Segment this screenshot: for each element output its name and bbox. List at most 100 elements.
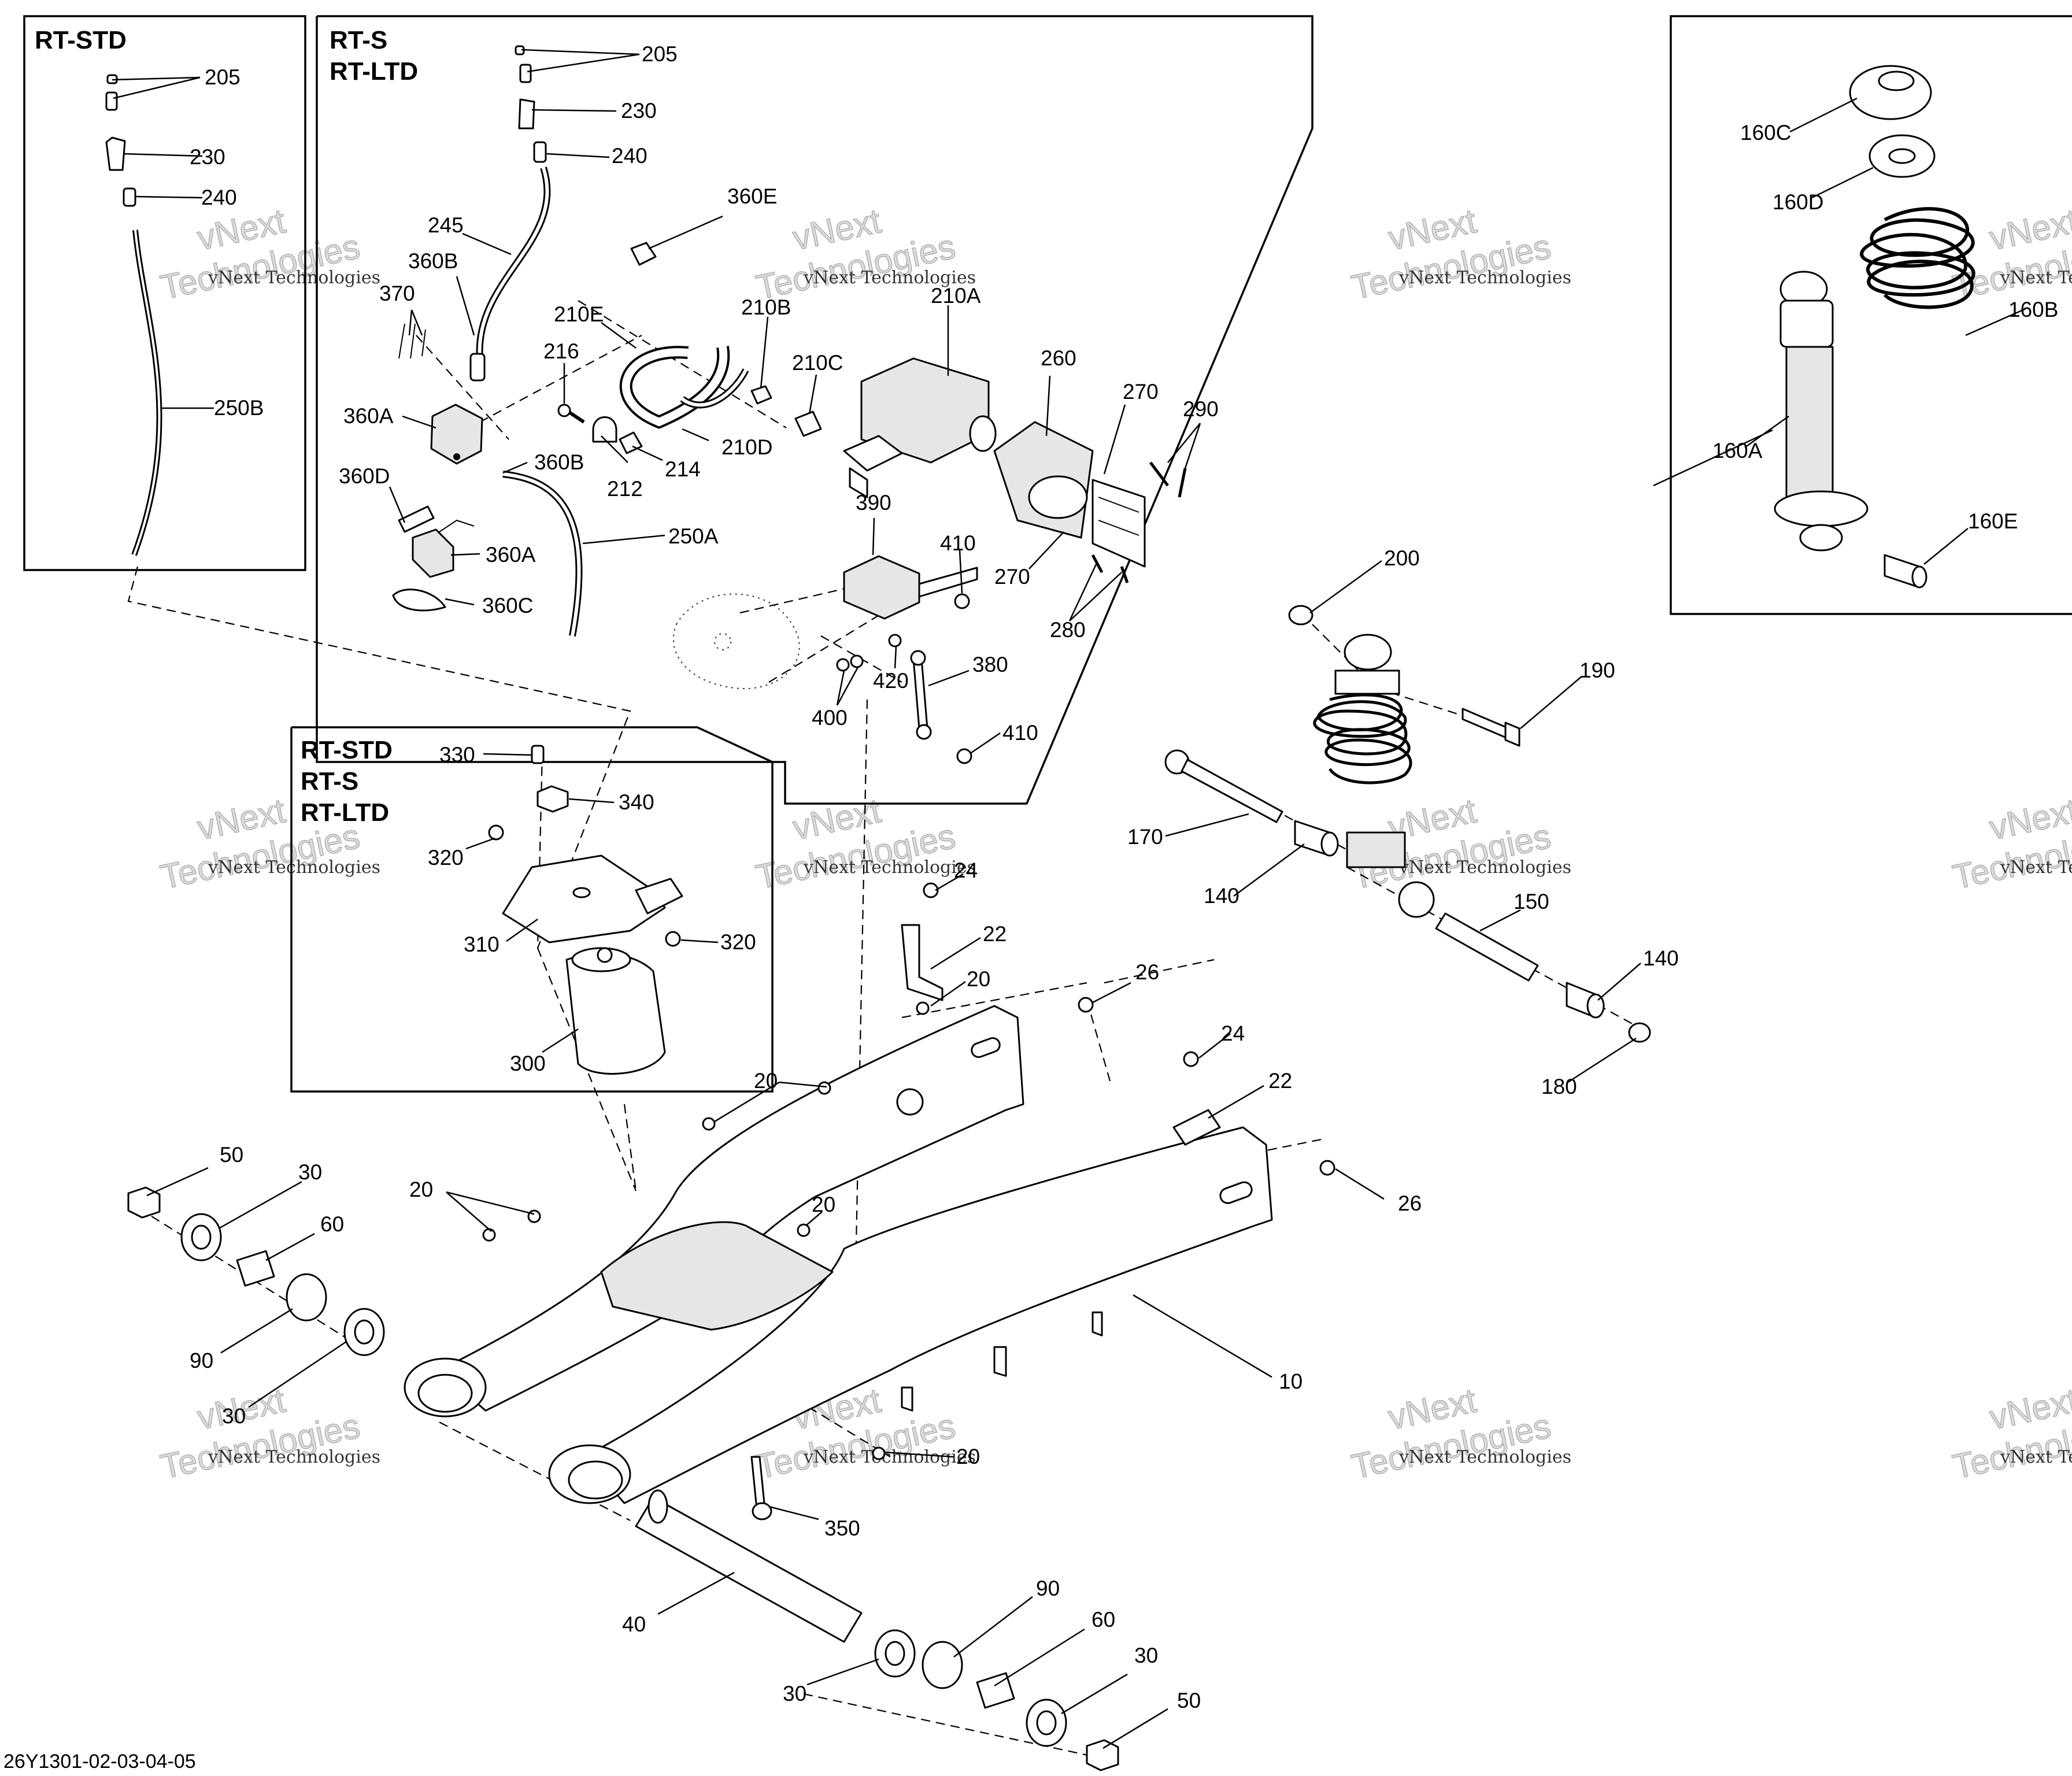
label-210c: 210C	[792, 351, 843, 375]
frame-rt-ltd-title: RT-LTD	[330, 57, 418, 86]
spacer-160d	[1868, 134, 1936, 178]
screw-216	[557, 404, 585, 424]
label-26: 26	[1135, 960, 1159, 984]
label-60: 60	[320, 1212, 344, 1236]
label-280: 280	[1050, 618, 1086, 642]
label-390: 390	[856, 491, 891, 515]
label-210e: 210E	[554, 302, 604, 326]
label-400: 400	[812, 706, 848, 730]
label-205: 205	[205, 65, 240, 89]
cable-assembly-rt-s	[469, 45, 551, 382]
label-24: 24	[954, 859, 978, 882]
screws-290	[1149, 461, 1187, 498]
cable-250a	[502, 471, 583, 637]
label-160b: 160B	[2008, 298, 2058, 321]
bracket-360d	[398, 505, 435, 533]
swing-arm-brackets-22	[901, 924, 1221, 1146]
label-22: 22	[1268, 1069, 1292, 1093]
watermark-small: vNext Technologies	[208, 268, 380, 288]
shock-absorber-160a	[1774, 271, 1868, 552]
label-330: 330	[439, 743, 475, 767]
fitting-360e	[630, 242, 657, 266]
label-230: 230	[190, 145, 225, 169]
diagram-code: 26Y1301-02-03-04-05	[3, 1751, 196, 1773]
frame-rt-s-ltd: RT-S RT-LTD	[316, 15, 1314, 805]
dotted-cam-plate	[673, 593, 800, 690]
fitting-214	[619, 431, 643, 454]
part-labels: 205 230 240 250B 205 230 240 245 360E 36…	[190, 42, 2058, 1712]
label-40: 40	[622, 1612, 646, 1636]
frame-all-rt-std: RT-STD	[301, 736, 393, 764]
label-360b: 360B	[408, 249, 458, 273]
label-24: 24	[1221, 1022, 1245, 1045]
frame-rt-std-title: RT-STD	[35, 26, 127, 54]
label-360e: 360E	[727, 184, 777, 208]
label-214: 214	[665, 457, 701, 481]
fitting-210c	[794, 410, 822, 437]
label-360a: 360A	[486, 543, 536, 567]
label-30: 30	[1134, 1644, 1158, 1667]
watermark-small: vNext Technologies	[2000, 857, 2072, 878]
watermark-small: vNext Technologies	[208, 857, 380, 878]
rear-shock-assembly	[1313, 634, 1435, 918]
label-290: 290	[1183, 397, 1219, 421]
nut-340	[536, 785, 569, 813]
label-216: 216	[543, 339, 579, 363]
watermark-small: vNext Technologies	[1398, 1447, 1571, 1467]
label-170: 170	[1127, 825, 1163, 849]
label-300: 300	[510, 1052, 546, 1075]
label-210d: 210D	[722, 435, 772, 459]
watermark-small: vNext Technologies	[803, 1447, 976, 1467]
label-360d: 360D	[339, 464, 390, 488]
watermark-small: vNext Technologies	[1398, 857, 1571, 878]
bushing-160e	[1884, 554, 1927, 589]
clamp-212	[592, 416, 617, 443]
bolt-170	[1164, 749, 1283, 823]
assembly-dashed-lines	[127, 300, 1642, 1759]
label-320: 320	[428, 846, 464, 870]
watermark-small: vNext Technologies	[2000, 268, 2072, 288]
screws-400-410-420	[836, 593, 972, 764]
bushing-140a	[1294, 820, 1339, 857]
label-360a: 360A	[343, 404, 394, 428]
swing-arm-10	[404, 1005, 1273, 1504]
pivot-left-parts	[127, 1186, 385, 1356]
label-140: 140	[1204, 884, 1240, 908]
watermark-small: vNext Technologies	[2000, 1447, 2072, 1467]
nut-180	[1628, 1022, 1651, 1043]
label-26: 26	[1398, 1192, 1422, 1215]
label-20: 20	[956, 1445, 980, 1468]
label-250a: 250A	[668, 524, 719, 548]
label-210b: 210B	[741, 295, 791, 319]
label-160e: 160E	[1968, 509, 2018, 533]
label-180: 180	[1541, 1075, 1577, 1098]
label-260: 260	[1041, 346, 1076, 370]
label-150: 150	[1514, 890, 1549, 913]
motor-210a	[843, 357, 997, 498]
label-10: 10	[1279, 1370, 1303, 1393]
cover-260	[993, 421, 1094, 539]
label-160c: 160C	[1740, 121, 1791, 145]
frame-all-rt-ltd: RT-LTD	[301, 798, 389, 827]
label-30: 30	[783, 1682, 806, 1705]
label-20: 20	[754, 1069, 778, 1093]
frame-all-rt-s: RT-S	[301, 767, 358, 796]
label-20: 20	[967, 967, 990, 991]
label-50: 50	[1177, 1689, 1201, 1712]
clip-360c	[392, 589, 446, 612]
label-360b: 360B	[534, 450, 584, 474]
label-140: 140	[1643, 946, 1679, 970]
label-240: 240	[201, 186, 237, 209]
watermark-small: vNext Technologies	[803, 268, 976, 288]
label-250b: 250B	[214, 396, 264, 420]
label-160d: 160D	[1773, 190, 1823, 214]
hose-210d	[680, 368, 749, 409]
label-420: 420	[873, 669, 909, 693]
